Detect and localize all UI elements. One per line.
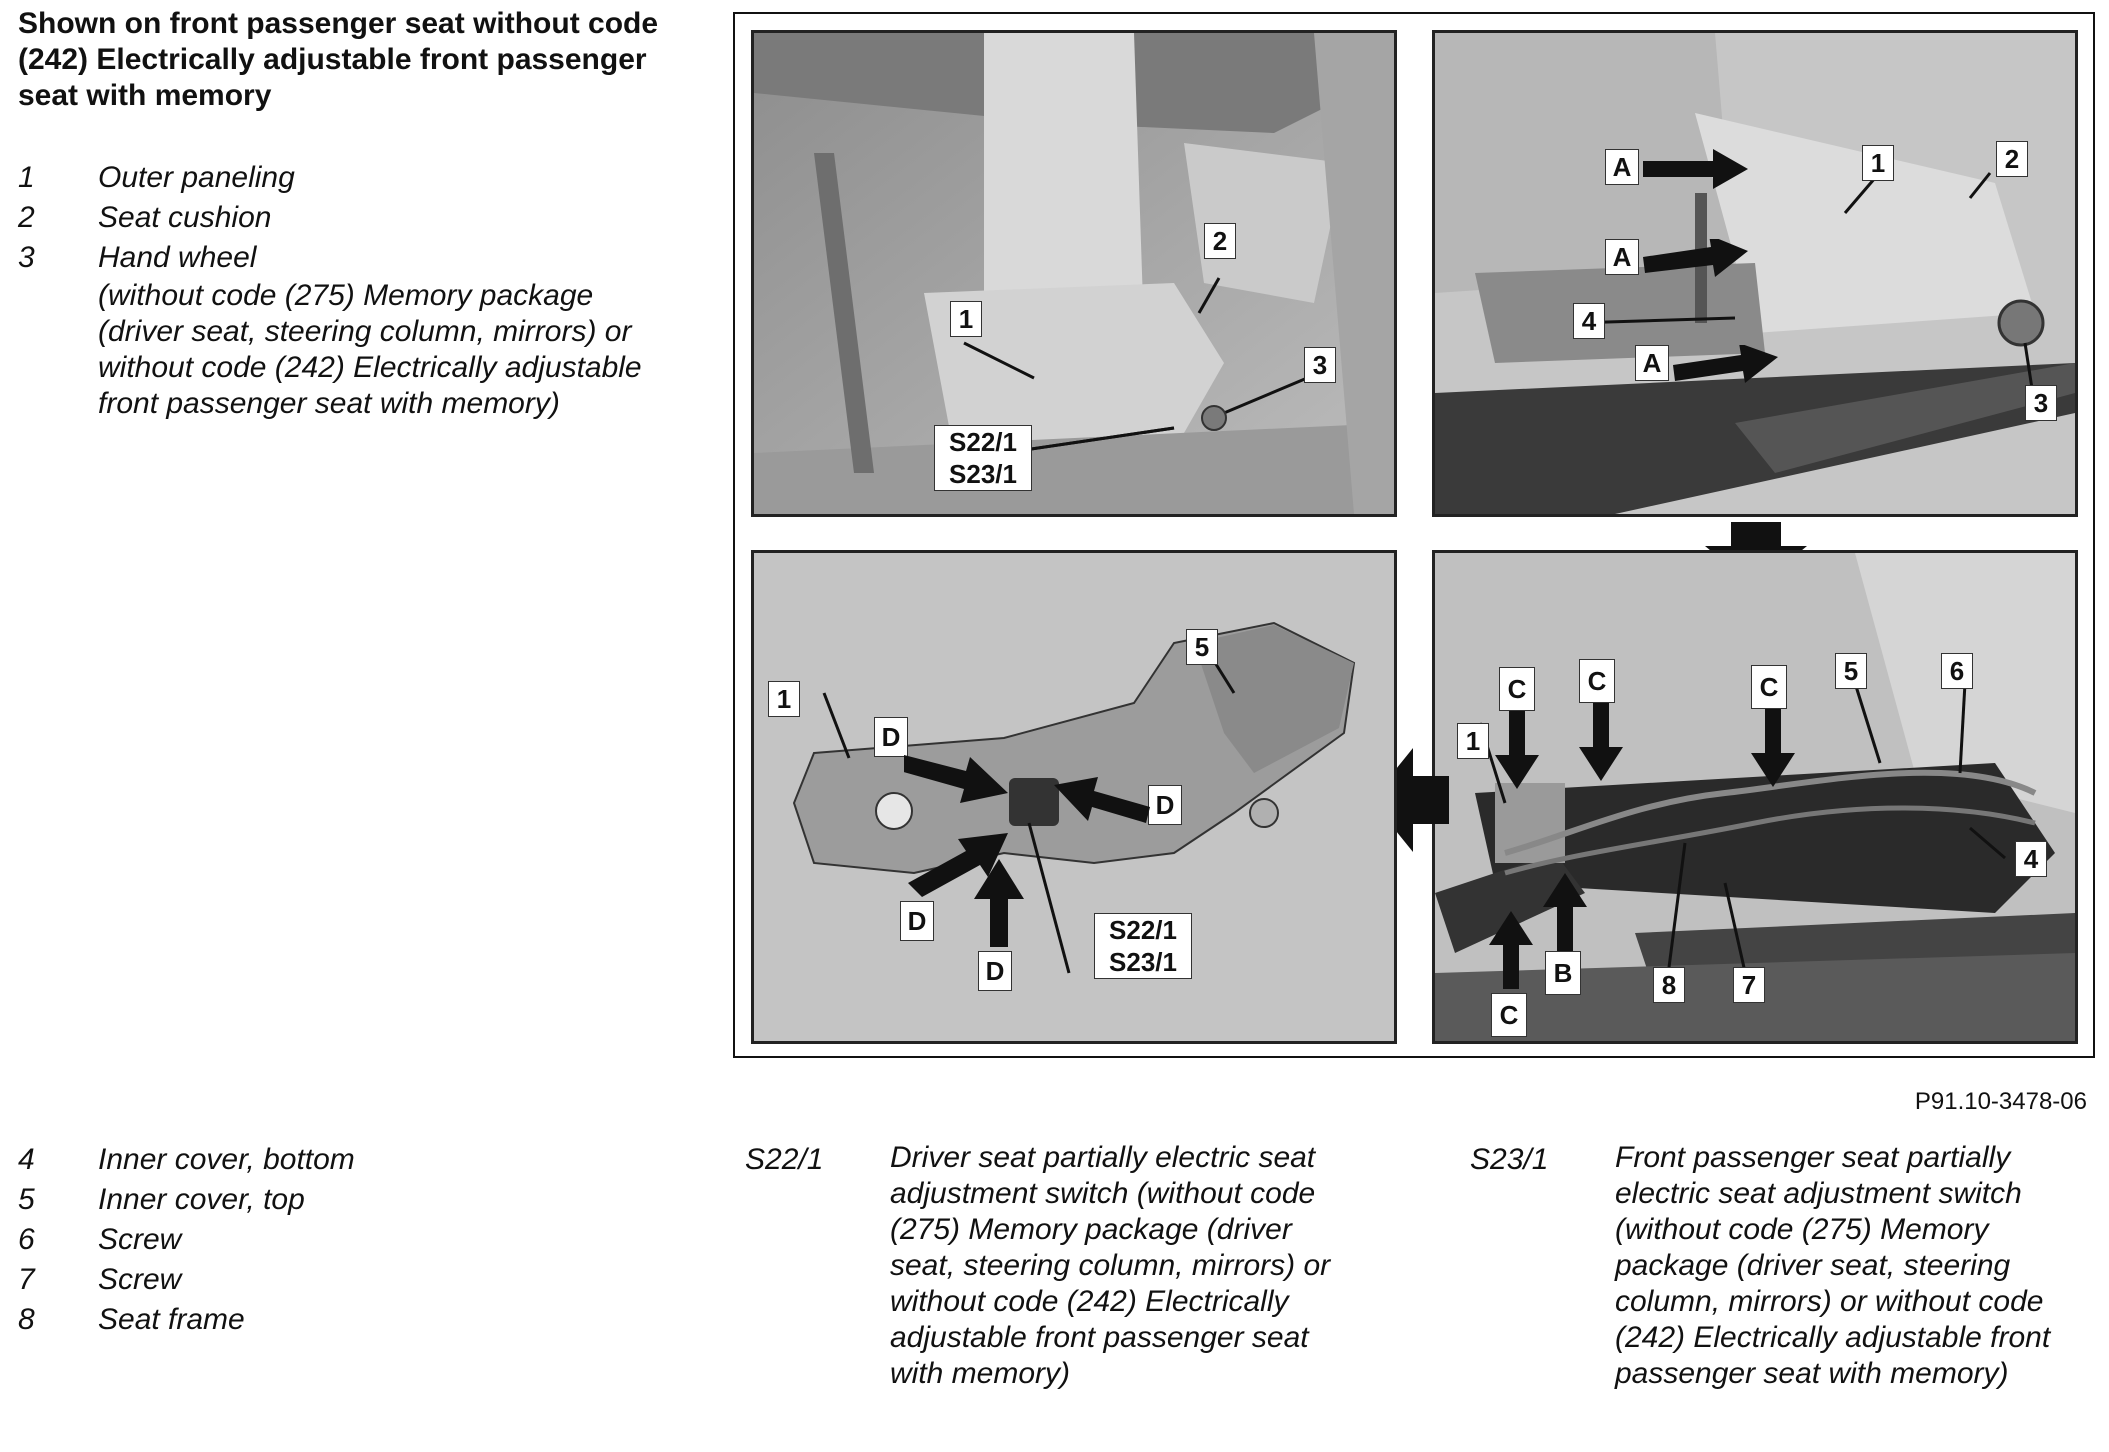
legend-number: 5 bbox=[18, 1183, 35, 1216]
callout-4: 4 bbox=[1573, 303, 1605, 339]
legend-item: 1 Outer paneling bbox=[18, 158, 638, 198]
legend-number: 2 bbox=[18, 201, 35, 234]
callout-switch: S22/1 S23/1 bbox=[1094, 913, 1192, 979]
callout-1: 1 bbox=[950, 301, 982, 337]
callout-8: 8 bbox=[1653, 967, 1685, 1003]
arrow-left-icon bbox=[1371, 748, 1449, 852]
outer-paneling-illustration bbox=[1435, 33, 2075, 514]
legend-text: Screw bbox=[98, 1223, 182, 1256]
legend-item: 5 Inner cover, top bbox=[18, 1180, 518, 1220]
callout-A: A bbox=[1635, 345, 1669, 381]
legend-text: Inner cover, bottom bbox=[98, 1143, 355, 1176]
legend-item: 6 Screw bbox=[18, 1220, 518, 1260]
legend-number: 8 bbox=[18, 1303, 35, 1336]
callout-D: D bbox=[900, 901, 934, 941]
legend-number: 6 bbox=[18, 1223, 35, 1256]
callout-1: 1 bbox=[768, 681, 800, 717]
photo-outer-paneling: A A A 4 1 2 3 bbox=[1432, 30, 2078, 517]
callout-s22: S22/1 bbox=[1109, 915, 1177, 945]
callout-5: 5 bbox=[1186, 629, 1218, 665]
legend-code: S22/1 bbox=[745, 1143, 824, 1176]
legend-note: (without code (275) Memory package (driv… bbox=[98, 279, 642, 420]
legend-number: 3 bbox=[18, 241, 35, 274]
callout-1: 1 bbox=[1457, 723, 1489, 759]
legend-text: Seat cushion bbox=[98, 201, 272, 234]
callout-A: A bbox=[1605, 239, 1639, 275]
callout-3: 3 bbox=[2025, 385, 2057, 421]
page-title: Shown on front passenger seat without co… bbox=[18, 7, 659, 112]
figure-frame: 1 2 3 S22/1 S23/1 A A bbox=[733, 12, 2095, 1058]
callout-A: A bbox=[1605, 149, 1639, 185]
callout-5: 5 bbox=[1835, 653, 1867, 689]
callout-s22: S22/1 bbox=[949, 427, 1017, 457]
callout-4: 4 bbox=[2015, 841, 2047, 877]
photo-outer-paneling-removed: 1 5 D D D D S22/1 S23/1 bbox=[751, 550, 1397, 1044]
legend-item: 8 Seat frame bbox=[18, 1300, 518, 1340]
legend-number: 7 bbox=[18, 1263, 35, 1296]
callout-switch: S22/1 S23/1 bbox=[934, 425, 1032, 491]
callout-C: C bbox=[1751, 665, 1787, 709]
legend-text: Screw bbox=[98, 1263, 182, 1296]
callout-D: D bbox=[1148, 785, 1182, 825]
legend-top: 1 Outer paneling 2 Seat cushion 3 Hand w… bbox=[18, 158, 642, 422]
legend-s23: S23/1 Front passenger seat partially ele… bbox=[1470, 1140, 2090, 1392]
legend-text: Hand wheel bbox=[98, 241, 257, 274]
legend-code: S23/1 bbox=[1470, 1143, 1549, 1176]
callout-D: D bbox=[874, 717, 908, 757]
callout-C: C bbox=[1491, 993, 1527, 1037]
callout-7: 7 bbox=[1733, 967, 1765, 1003]
callout-1: 1 bbox=[1862, 145, 1894, 181]
legend-number: 1 bbox=[18, 161, 35, 194]
legend-text: Outer paneling bbox=[98, 161, 295, 194]
legend-text: Seat frame bbox=[98, 1303, 245, 1336]
legend-number: 4 bbox=[18, 1143, 35, 1176]
legend-item: 3 Hand wheel bbox=[18, 238, 638, 278]
callout-D: D bbox=[978, 951, 1012, 991]
arrow-A-1: A bbox=[1605, 149, 1755, 189]
callout-s23: S23/1 bbox=[949, 459, 1017, 489]
seat-interior-illustration bbox=[754, 33, 1394, 514]
callout-3: 3 bbox=[1304, 347, 1336, 383]
callout-s23: S23/1 bbox=[1109, 947, 1177, 977]
legend-item: 2 Seat cushion bbox=[18, 198, 638, 238]
photo-seat-interior: 1 2 3 S22/1 S23/1 bbox=[751, 30, 1397, 517]
legend-code-text: Driver seat partially electric seat adju… bbox=[890, 1141, 1331, 1390]
callout-C: C bbox=[1579, 659, 1615, 703]
legend-item: 7 Screw bbox=[18, 1260, 518, 1300]
arrow-A-3: A bbox=[1635, 345, 1785, 385]
legend-code-text: Front passenger seat partially electric … bbox=[1615, 1141, 2051, 1390]
legend-bottom: 4 Inner cover, bottom 5 Inner cover, top… bbox=[18, 1140, 518, 1340]
arrow-A-2: A bbox=[1605, 239, 1755, 279]
callout-2: 2 bbox=[1996, 141, 2028, 177]
callout-6: 6 bbox=[1941, 653, 1973, 689]
figure-id: P91.10-3478-06 bbox=[1914, 1088, 2087, 1115]
photo-seat-frame: C C C C B 1 5 6 4 8 7 bbox=[1432, 550, 2078, 1044]
legend-text: Inner cover, top bbox=[98, 1183, 305, 1216]
legend-item: 4 Inner cover, bottom bbox=[18, 1140, 518, 1180]
legend-s22: S22/1 Driver seat partially electric sea… bbox=[745, 1140, 1365, 1392]
callout-B: B bbox=[1545, 951, 1581, 995]
callout-2: 2 bbox=[1204, 223, 1236, 259]
callout-C: C bbox=[1499, 667, 1535, 711]
